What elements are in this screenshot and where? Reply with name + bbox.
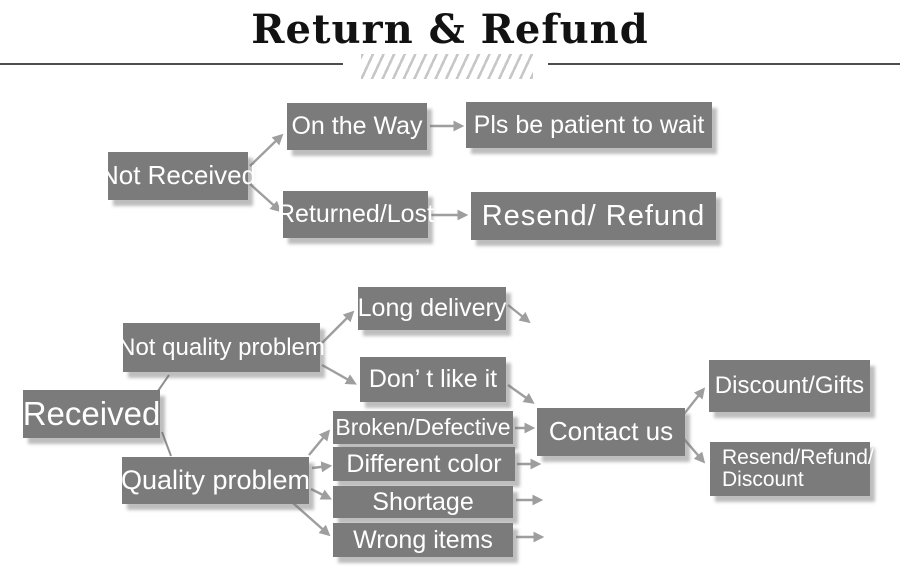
node-resend-refund-discount-line1: Resend/Refund/ [722,445,874,469]
arrow-longdelivery-out [507,304,531,324]
line-received-quality [161,431,172,457]
node-returned-lost: Returned/Lost [277,191,434,238]
arrow-notquality-longdelivery [321,310,355,344]
node-dont-like-it: Don’ t like it [360,357,506,402]
node-resend-refund: Resend/ Refund [471,192,716,240]
hatch-stripes-icon [361,54,533,79]
node-discount-gifts: Discount/Gifts [709,360,870,412]
arrow-contact-resenddiscount [683,438,706,464]
header-divider-right [548,63,900,65]
node-pls-be-patient: Pls be patient to wait [466,102,712,148]
node-resend-refund-discount-line2: Discount [722,468,804,491]
arrow-quality-wrongitems [292,502,331,537]
arrow-contact-discountgifts [683,387,706,415]
node-not-received: Not Received [100,152,256,200]
node-received: Received [23,390,160,438]
arrow-quality-differentcolor [311,461,333,473]
header-divider-left [0,63,343,65]
node-on-the-way: On the Way [287,103,427,150]
node-shortage: Shortage [333,486,513,518]
node-contact-us: Contact us [537,408,685,456]
arrow-dontlike-contact [507,384,535,404]
arrow-notquality-dontlike [321,363,357,385]
page-title: Return & Refund [251,6,649,53]
node-different-color: Different color [333,447,515,481]
arrow-quality-shortage [310,487,332,500]
node-quality-problem: Quality problem [121,457,310,504]
line-received-notquality [157,374,170,392]
arrow-quality-broken [308,429,331,456]
node-long-delivery: Long delivery [358,287,506,330]
node-not-quality-problem: Not quality problem [118,323,325,372]
node-wrong-items: Wrong items [333,523,513,557]
node-broken-defective: Broken/Defective [333,411,513,444]
node-resend-refund-discount: Resend/Refund/ Discount [710,442,874,496]
